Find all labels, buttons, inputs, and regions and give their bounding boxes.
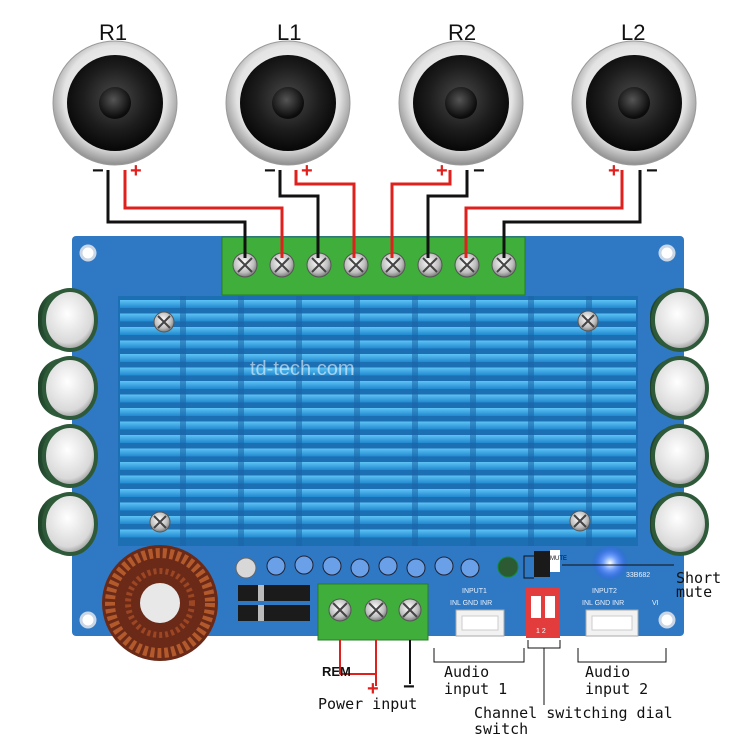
audio-input-1-label-line1: Audio <box>444 663 490 681</box>
heatsink-fin <box>120 394 636 403</box>
input1-header <box>455 609 505 637</box>
audio-input-2-label-line2: input 2 <box>585 680 649 698</box>
model-silk: 33B682 <box>626 572 651 579</box>
input2-header <box>585 609 639 637</box>
l2-minus-mark: − <box>646 160 658 182</box>
small-capacitors-row <box>235 555 519 579</box>
capacitors-right <box>650 288 709 556</box>
mute-jumper <box>534 551 550 577</box>
l1-minus-mark: − <box>264 160 276 182</box>
heatsink-screws <box>149 310 599 533</box>
heatsink-fin <box>120 516 636 524</box>
speaker-wires <box>106 170 642 258</box>
heatsink-fin <box>120 529 636 538</box>
rem-label: REM <box>322 664 351 679</box>
power-minus-label: − <box>403 676 415 698</box>
speaker-graphic-l1 <box>225 40 351 166</box>
terminal-screw-slot <box>496 257 512 273</box>
audio-input-2-label-line1: Audio <box>585 663 631 681</box>
terminal-screw-slot <box>348 257 364 273</box>
toroidal-inductor <box>102 545 218 661</box>
heatsink-gap <box>238 296 244 546</box>
input2-silk: INPUT2 <box>592 588 617 595</box>
r1-minus-mark: − <box>92 160 104 182</box>
heatsink-gap <box>296 296 302 546</box>
heatsink-fin <box>120 408 636 416</box>
heatsink-fin <box>120 462 636 470</box>
heatsink-fin <box>120 475 636 484</box>
terminal-screw-slot <box>422 257 438 273</box>
terminal-screw-slot <box>311 257 327 273</box>
speaker-graphic-r2 <box>398 40 524 166</box>
short-mute-label-line2: mute <box>676 583 713 601</box>
channel-switch-label-line2: switch <box>474 720 529 738</box>
r1-plus-mark: + <box>130 160 142 182</box>
heatsink-fin <box>120 300 636 308</box>
terminal-screw-slot <box>459 257 475 273</box>
speaker-graphic-r1 <box>52 40 178 166</box>
terminal-screw-slot <box>274 257 290 273</box>
heatsink-gap <box>470 296 476 546</box>
capacitors-left <box>38 288 98 556</box>
r2-minus-mark: − <box>473 160 485 182</box>
r2-plus-mark: + <box>436 160 448 182</box>
power-terminal-block <box>317 583 429 641</box>
input1-silk: INPUT1 <box>462 588 487 595</box>
heatsink-gap <box>180 296 186 546</box>
channel-switch-label-line1: Channel switching dial <box>474 704 673 722</box>
power-input-label: Power input <box>318 695 418 713</box>
heatsink-fin <box>120 367 636 376</box>
heatsink-gap <box>528 296 534 546</box>
speaker-terminal-block <box>221 236 526 296</box>
heatsink-fin <box>120 448 636 457</box>
mute-silk: MUTE <box>550 556 567 562</box>
callout-lines <box>339 555 674 705</box>
heatsink-fin <box>120 421 636 430</box>
heatsink-fin <box>120 313 636 322</box>
input2-pins-silk: INL GND INR <box>582 600 625 607</box>
dip-switch <box>526 588 560 638</box>
heatsink-gap <box>412 296 418 546</box>
heatsink <box>118 296 638 546</box>
dip-numbers-silk: 1 2 <box>536 628 546 635</box>
l1-plus-mark: + <box>301 160 313 182</box>
input1-pins-silk: INL GND INR <box>450 600 493 607</box>
heatsink-fin <box>120 502 636 511</box>
heatsink-fin <box>120 435 636 443</box>
l2-plus-mark: + <box>608 160 620 182</box>
short-mute-label-line1: Short <box>676 569 722 587</box>
heatsink-gap <box>586 296 592 546</box>
watermark: td-tech.com <box>250 358 355 380</box>
heatsink-gap <box>354 296 360 546</box>
power-led <box>592 545 628 581</box>
heatsink-fin <box>120 327 636 335</box>
terminal-screw-slot <box>237 257 253 273</box>
speaker-graphic-l2 <box>571 40 697 166</box>
v-silk: VI <box>652 600 659 607</box>
heatsink-fin <box>120 354 636 362</box>
heatsink-fin <box>120 381 636 389</box>
terminal-screw-slot <box>385 257 401 273</box>
heatsink-fin <box>120 340 636 349</box>
audio-input-1-label-line2: input 1 <box>444 680 508 698</box>
heatsink-fin <box>120 489 636 497</box>
power-plus-label: + <box>367 678 379 700</box>
